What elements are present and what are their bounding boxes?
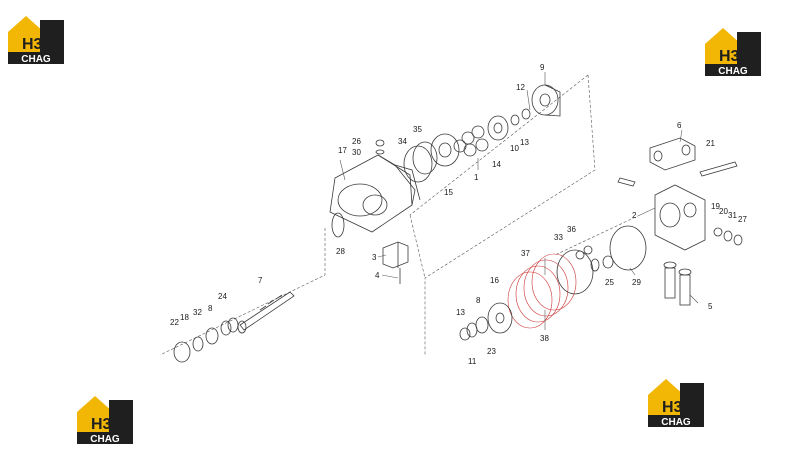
callout-37: 37 [521,249,530,258]
callout-34: 34 [398,137,407,146]
logo-text-bottom: CHAG [90,434,120,444]
callout-17: 17 [338,146,347,155]
callout-26: 26 [352,137,361,146]
callout-19: 19 [711,202,720,211]
callout-10: 10 [510,144,519,153]
part-pistons [453,125,489,157]
callout-31: 31 [728,211,737,220]
part-housing [329,154,421,233]
callout-30: 30 [352,148,361,157]
part-shaft [237,291,295,334]
part-retainer [487,115,509,141]
callout-9: 9 [540,63,545,72]
callout-36: 36 [567,225,576,234]
callout-12: 12 [516,83,525,92]
logo-text-bottom: CHAG [21,54,51,64]
callout-28: 28 [336,247,345,256]
callout-11: 11 [468,357,477,366]
callout-13b: 13 [456,308,465,317]
part-washers-left [173,317,239,363]
brand-logo-top-right: H3 CHAG [705,24,761,76]
callout-14: 14 [492,160,501,169]
callout-33: 33 [554,233,563,242]
callout-5: 5 [708,302,713,311]
callout-22: 22 [170,318,179,327]
part-valve-body [654,184,706,251]
part-spring-plate [459,302,513,341]
callout-6: 6 [677,121,682,130]
callout-18: 18 [180,313,189,322]
callout-1: 1 [474,173,479,182]
logo-text-top: H3 [22,36,43,53]
callout-7: 7 [258,276,263,285]
logo-text-bottom: CHAG [661,417,691,427]
callout-15: 15 [444,188,453,197]
brand-logo-bottom-right: H3 CHAG [648,375,704,427]
callout-29: 29 [632,278,641,287]
callout-4: 4 [375,271,380,280]
callout-8b: 8 [476,296,481,305]
callout-3: 3 [372,253,377,262]
part-valve-top [649,137,696,171]
callout-8a: 8 [208,304,213,313]
logo-text-top: H3 [662,399,683,416]
leader-lines [339,72,699,330]
logo-text-top: H3 [91,416,112,433]
callout-35: 35 [413,125,422,134]
callout-16: 16 [490,276,499,285]
part-brake-discs [507,249,594,329]
part-check-valves [663,261,692,306]
part-screws [375,139,385,155]
callout-25: 25 [605,278,614,287]
part-bolt [699,161,738,177]
part-plugs [617,177,743,246]
part-seal [331,212,345,238]
part-o-ring [609,225,647,271]
logo-text-top: H3 [719,48,740,65]
part-plates [403,133,460,183]
callout-20: 20 [719,207,728,216]
callout-13a: 13 [520,138,529,147]
brand-logo-bottom-left: H3 CHAG [77,392,133,444]
callout-21: 21 [706,139,715,148]
callout-labels: 1 2 3 4 5 6 7 8 8 9 10 11 12 13 13 14 15… [170,63,747,366]
assembly-dashed-lines [159,74,641,356]
callout-32: 32 [193,308,202,317]
callout-38: 38 [540,334,549,343]
callout-24: 24 [218,292,227,301]
part-block [382,241,409,284]
brand-logo-top-left: H3 CHAG [8,12,64,64]
part-small-rings [575,245,614,272]
callout-2: 2 [632,211,637,220]
logo-text-bottom: CHAG [718,66,748,76]
callout-23: 23 [487,347,496,356]
callout-27: 27 [738,215,747,224]
